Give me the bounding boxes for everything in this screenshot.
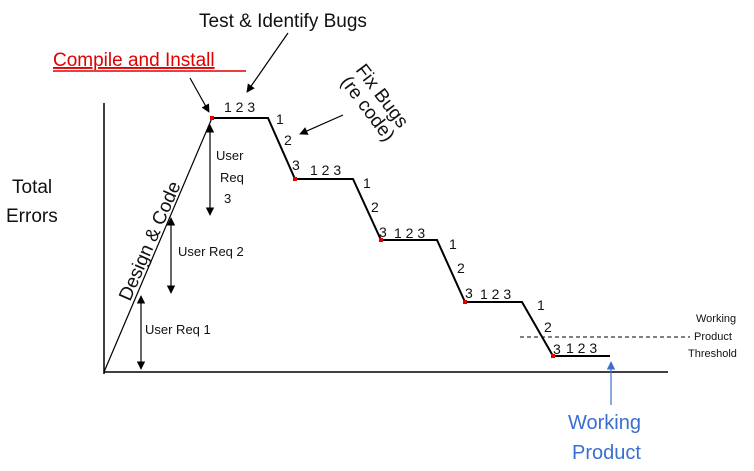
test-sequence-label: 1 2 3 bbox=[224, 99, 255, 115]
compile-marker bbox=[293, 177, 297, 181]
step-2-label: 2 bbox=[284, 132, 292, 148]
design-code-slope bbox=[103, 117, 213, 373]
y-axis-label-line2: Errors bbox=[6, 206, 58, 227]
step-3-label: 3 bbox=[379, 224, 387, 240]
threshold-label-line1: Working bbox=[696, 313, 736, 325]
step-2-label: 2 bbox=[371, 199, 379, 215]
threshold-label-line3: Threshold bbox=[688, 348, 737, 360]
step-1-label: 1 bbox=[537, 297, 545, 313]
step-3-label: 3 bbox=[292, 157, 300, 173]
step-3-label: 3 bbox=[465, 285, 473, 301]
test-sequence-label: 1 2 3 bbox=[566, 340, 597, 356]
step-3-label: 3 bbox=[553, 341, 561, 357]
req2-label: User Req 2 bbox=[178, 244, 244, 259]
test-identify-arrow bbox=[246, 32, 289, 93]
working-product-label-line1: Working bbox=[568, 412, 641, 434]
test-sequence-label: 1 2 3 bbox=[310, 162, 341, 178]
step-2-label: 2 bbox=[544, 319, 552, 335]
test-identify-label: Test & Identify Bugs bbox=[199, 11, 367, 32]
req3-label-line3: 3 bbox=[224, 191, 231, 206]
step-1-label: 1 bbox=[449, 236, 457, 252]
error-staircase bbox=[212, 117, 610, 357]
compile-install-arrow bbox=[189, 77, 210, 113]
step-1-label: 1 bbox=[363, 175, 371, 191]
compile-marker bbox=[551, 354, 555, 358]
test-sequence-label: 1 2 3 bbox=[480, 286, 511, 302]
compile-marker bbox=[463, 300, 467, 304]
compile-install-label: Compile and Install bbox=[53, 50, 215, 71]
req3-label-line2: Req bbox=[220, 170, 244, 185]
req3-label-line1: User bbox=[216, 148, 244, 163]
fix-bugs-arrow bbox=[299, 114, 344, 135]
req1-label: User Req 1 bbox=[145, 322, 211, 337]
test-sequence-label: 1 2 3 bbox=[394, 225, 425, 241]
threshold-label-line2: Product bbox=[694, 331, 732, 343]
compile-marker bbox=[379, 238, 383, 242]
working-product-label-line2: Product bbox=[572, 442, 641, 464]
design-code-label: Design & Code bbox=[115, 178, 185, 304]
compile-marker bbox=[210, 116, 214, 120]
y-axis-label-line1: Total bbox=[12, 177, 52, 198]
step-1-label: 1 bbox=[276, 111, 284, 127]
step-2-label: 2 bbox=[457, 260, 465, 276]
